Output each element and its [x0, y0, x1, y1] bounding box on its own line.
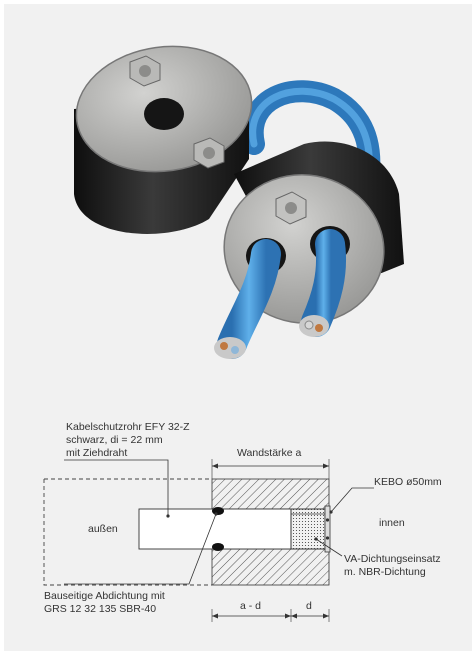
label-va-line1: VA-Dichtungseinsatz — [344, 553, 441, 565]
technical-diagram — [43, 459, 374, 622]
label-kabel-line3: mit Ziehdraht — [66, 447, 128, 459]
plug-single-hole — [74, 45, 253, 234]
label-dim-a-minus-d: a - d — [240, 600, 262, 612]
label-va-dichtung: VA-Dichtungseinsatz m. NBR-Dichtung — [344, 553, 441, 579]
label-kebo: KEBO ø50mm — [374, 476, 442, 488]
seal-bottom — [212, 543, 224, 551]
product-photo — [74, 45, 404, 359]
bolt-icon — [129, 55, 161, 87]
sealing-insert — [290, 508, 326, 550]
cable-right — [299, 229, 347, 337]
label-bau-line2: GRS 12 32 135 SBR-40 — [44, 603, 157, 615]
label-bauseitige-abdichtung: Bauseitige Abdichtung mit GRS 12 32 135 … — [44, 590, 165, 616]
wall-bottom — [211, 548, 330, 586]
bolt-icon — [275, 191, 307, 225]
product-card: Kabelschutzrohr EFY 32-Z schwarz, di = 2… — [4, 4, 472, 651]
label-kabel-line2: schwarz, di = 22 mm — [66, 434, 163, 446]
label-innen: innen — [379, 517, 405, 529]
cable-left — [214, 239, 281, 359]
label-aussen: außen — [88, 523, 118, 535]
kebo-flange — [324, 505, 331, 553]
bolt-icon — [193, 137, 225, 169]
wall-top — [211, 478, 330, 510]
seal-top — [212, 507, 224, 515]
label-wandstaerke: Wandstärke a — [237, 447, 302, 459]
label-kabel-line1: Kabelschutzrohr EFY 32-Z — [66, 421, 190, 433]
outer-region — [43, 478, 212, 586]
center-hole — [144, 98, 184, 130]
label-bau-line1: Bauseitige Abdichtung mit — [44, 590, 165, 602]
label-kabelschutzrohr: Kabelschutzrohr EFY 32-Z schwarz, di = 2… — [66, 421, 190, 460]
label-dim-d: d — [306, 600, 312, 612]
label-va-line2: m. NBR-Dichtung — [344, 566, 426, 578]
